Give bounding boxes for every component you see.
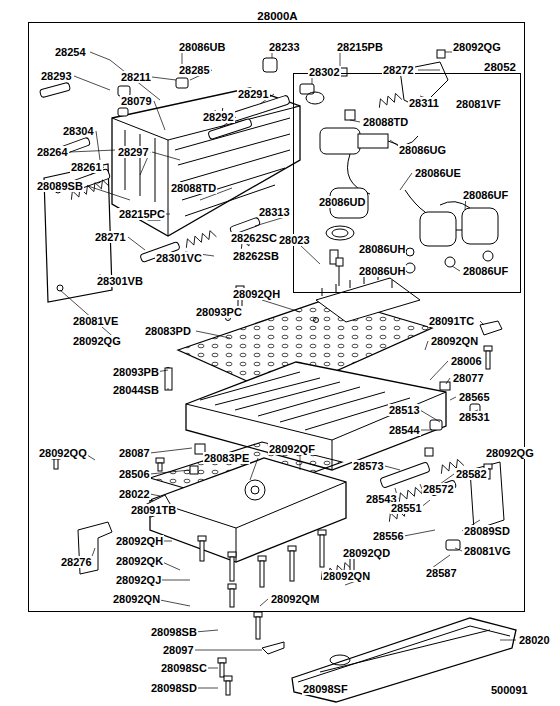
callout-number: 28022 bbox=[118, 488, 151, 500]
callout-number: 28086UF bbox=[462, 189, 509, 201]
callout-number: 28215PB bbox=[336, 41, 384, 53]
callout-number: 28092QJ bbox=[115, 574, 162, 586]
callout-number: 28092QF bbox=[268, 443, 316, 455]
callout-number: 28092QN bbox=[430, 335, 479, 347]
callout-number: 28023 bbox=[278, 234, 311, 246]
callout-number: 28006 bbox=[450, 355, 483, 367]
callout-number: 28271 bbox=[94, 231, 127, 243]
callout-number: 28233 bbox=[268, 41, 301, 53]
callout-number: 28215PC bbox=[118, 208, 166, 220]
callout-number: 28088TD bbox=[170, 182, 217, 194]
callout-number: 28513 bbox=[388, 404, 421, 416]
callout-number: 28262SB bbox=[232, 250, 280, 262]
callout-number: 28573 bbox=[352, 460, 385, 472]
callout-number: 28081VG bbox=[463, 545, 511, 557]
callout-number: 28297 bbox=[117, 146, 150, 158]
callout-number: 28092QN bbox=[112, 593, 161, 605]
callout-number: 500091 bbox=[490, 684, 529, 696]
callout-number: 28092QQ bbox=[38, 447, 88, 459]
callout-number: 28097 bbox=[162, 644, 195, 656]
callout-number: 28292 bbox=[202, 111, 235, 123]
callout-number: 28301VB bbox=[96, 275, 144, 287]
callout-number: 28264 bbox=[36, 146, 69, 158]
callout-number: 28582 bbox=[455, 468, 488, 480]
callout-number: 28092QG bbox=[452, 41, 502, 53]
callout-number: 28098SB bbox=[150, 626, 198, 638]
callout-number: 28261 bbox=[70, 161, 103, 173]
callout-number: 28092QD bbox=[342, 547, 391, 559]
bracket bbox=[480, 321, 502, 335]
callout-number: 28091TB bbox=[130, 504, 177, 516]
spring-coil bbox=[377, 92, 402, 108]
callout-number: 28098SC bbox=[160, 662, 208, 674]
callout-number: 28272 bbox=[382, 64, 415, 76]
callout-number: 28086UB bbox=[178, 41, 226, 53]
callout-number: 28093PB bbox=[112, 366, 160, 378]
callout-number: 28079 bbox=[120, 95, 153, 107]
callout-number: 28092QG bbox=[485, 447, 535, 459]
callout-number: 28572 bbox=[422, 483, 455, 495]
callout-number: 28276 bbox=[60, 556, 93, 568]
callout-number: 28254 bbox=[54, 46, 87, 58]
callout-number: 28291 bbox=[237, 88, 270, 100]
callout-number: 28092QG bbox=[72, 335, 122, 347]
assembly-number: 28052 bbox=[482, 61, 518, 73]
lower-valve-body bbox=[150, 442, 346, 562]
main-valve-body bbox=[165, 362, 446, 470]
callout-number: 28086UH bbox=[358, 265, 406, 277]
callout-number: 28092QH bbox=[232, 288, 281, 300]
callout-number: 28086UG bbox=[398, 144, 447, 156]
callout-number: 28587 bbox=[425, 567, 458, 579]
callout-number: 28551 bbox=[390, 502, 423, 514]
callout-number: 28086UE bbox=[414, 167, 462, 179]
callout-number: 28262SC bbox=[230, 232, 278, 244]
callout-number: 28089SD bbox=[463, 525, 511, 537]
callout-number: 28088TD bbox=[362, 116, 409, 128]
callout-number: 28086UF bbox=[462, 265, 509, 277]
callout-number: 28301VC bbox=[155, 252, 203, 264]
callout-number: 28086UH bbox=[358, 243, 406, 255]
callout-number: 28091TC bbox=[428, 315, 475, 327]
callout-number: 28098SF bbox=[302, 683, 349, 695]
callout-number: 28544 bbox=[388, 424, 421, 436]
callout-number: 28304 bbox=[62, 125, 95, 137]
callout-number: 28089SB bbox=[36, 180, 84, 192]
callout-number: 28087 bbox=[118, 447, 151, 459]
callout-number: 28313 bbox=[258, 206, 291, 218]
oil-filter bbox=[292, 618, 516, 702]
callout-number: 28093PC bbox=[195, 306, 243, 318]
callout-number: 28081VE bbox=[72, 315, 119, 327]
callout-number: 28077 bbox=[452, 372, 485, 384]
callout-number: 28044SB bbox=[112, 384, 160, 396]
spring-coil bbox=[184, 229, 217, 247]
upper-valve-body bbox=[112, 88, 300, 236]
callout-number: 28311 bbox=[408, 97, 440, 109]
callout-number: 28092QM bbox=[270, 593, 320, 605]
callout-number: 28531 bbox=[458, 411, 491, 423]
callout-number: 28092QH bbox=[115, 535, 164, 547]
callout-number: 28092QK bbox=[115, 555, 164, 567]
callout-number: 28086UD bbox=[318, 196, 366, 208]
callout-number: 28211 bbox=[120, 71, 152, 83]
callout-number: 28556 bbox=[372, 530, 405, 542]
callout-number: 28083PE bbox=[203, 452, 250, 464]
spring-coil bbox=[387, 502, 424, 522]
callout-number: 28083PD bbox=[144, 325, 192, 337]
callout-number: 28081VF bbox=[455, 98, 502, 110]
assembly-number: 28000A bbox=[255, 10, 299, 22]
callout-number: 28302 bbox=[308, 66, 341, 78]
valves bbox=[39, 50, 445, 264]
callout-number: 28293 bbox=[40, 70, 73, 82]
callout-number: 28020 bbox=[518, 634, 551, 646]
callout-number: 28506 bbox=[118, 468, 151, 480]
callout-number: 28565 bbox=[458, 391, 491, 403]
leader-lines bbox=[60, 52, 516, 688]
springs bbox=[69, 92, 464, 580]
callout-number: 28092QN bbox=[322, 570, 371, 582]
callout-number: 28098SD bbox=[150, 682, 198, 694]
solenoid-assembly bbox=[306, 92, 498, 273]
callout-number: 28285 bbox=[178, 64, 211, 76]
